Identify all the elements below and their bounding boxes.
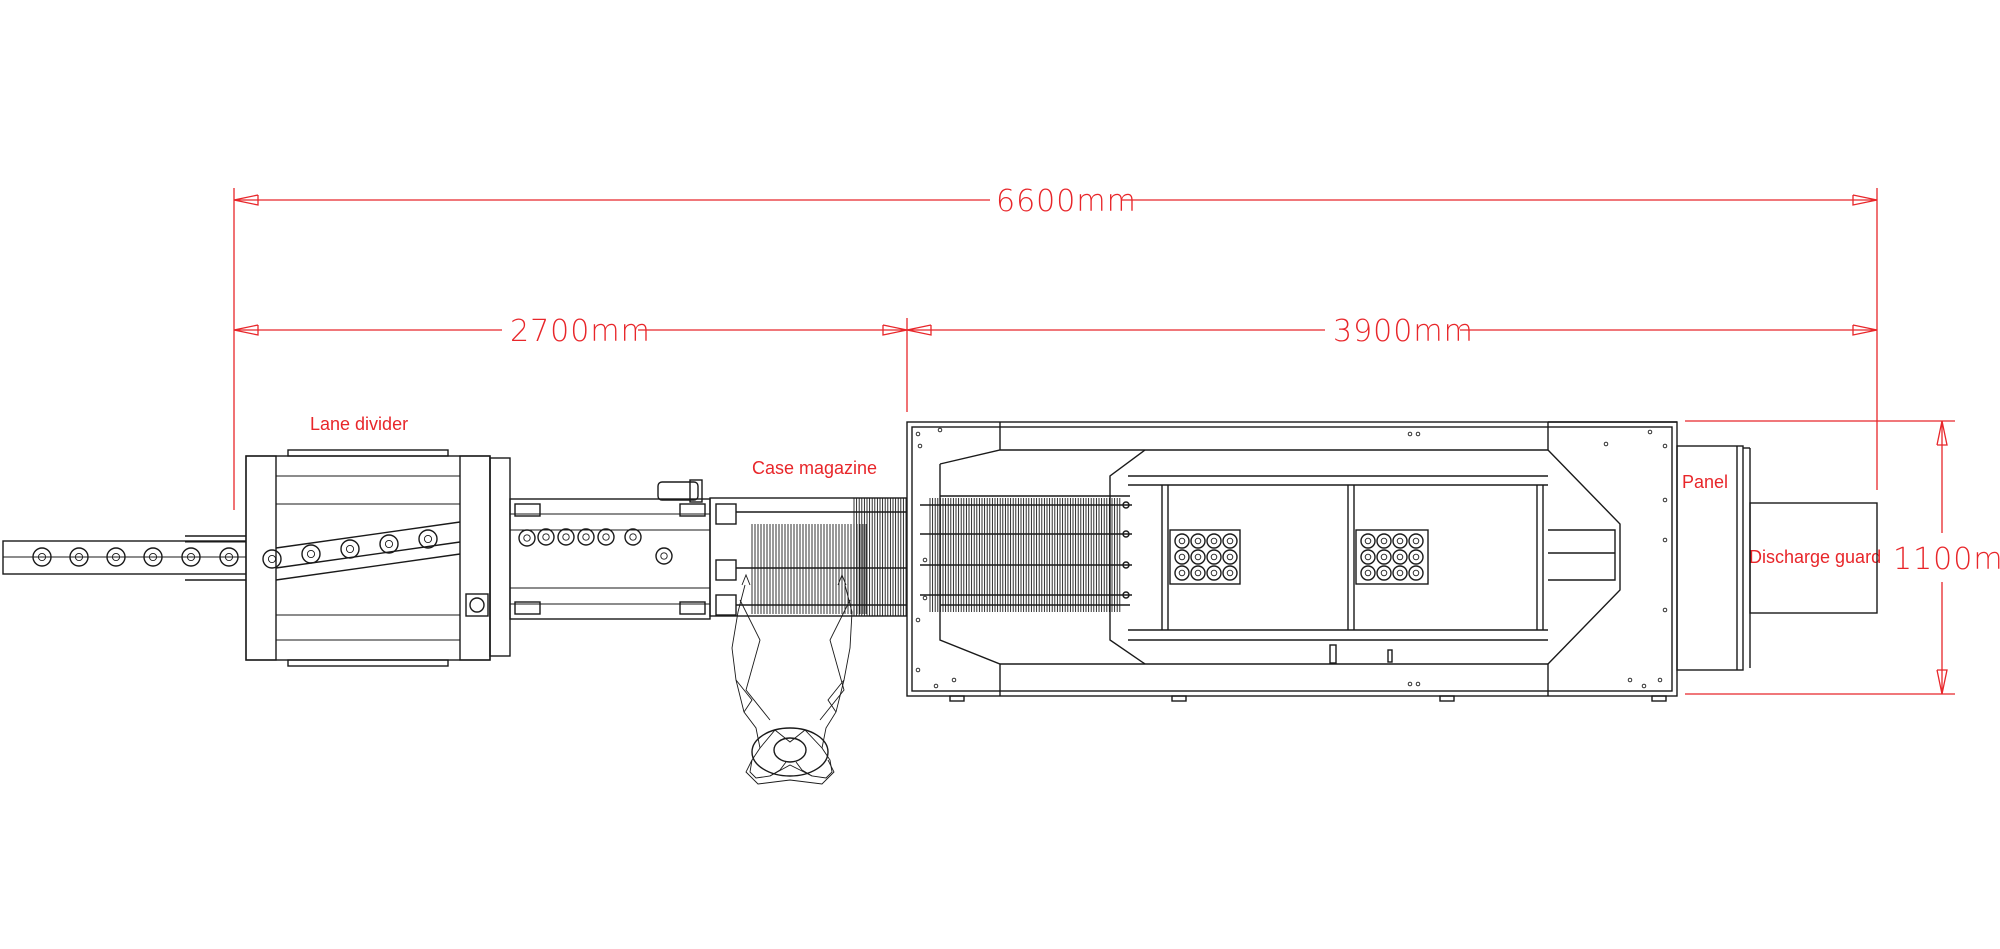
bottle-icon — [1206, 549, 1222, 565]
bottle-icon — [1408, 549, 1424, 565]
bottle-icon — [1392, 549, 1408, 565]
bottle-icon — [1376, 565, 1392, 581]
case-magazine-label: Case magazine — [752, 458, 877, 478]
accumulation-conveyor — [509, 479, 711, 620]
bottle-icon — [577, 528, 595, 546]
main-machine — [906, 421, 1678, 702]
discharge-guard — [1749, 502, 1878, 614]
bottle-icon — [1408, 533, 1424, 549]
bottle-icon — [1360, 533, 1376, 549]
bottle-row — [262, 529, 438, 569]
overall-length-dimension: 6600mm — [996, 184, 1137, 219]
bottle-icon — [1392, 565, 1408, 581]
machine-width-dimension: 1100mm — [1893, 542, 2000, 577]
infeed-conveyor — [2, 540, 249, 575]
bottle-icon — [1222, 533, 1238, 549]
bottle-icon — [143, 547, 163, 567]
case-magazine — [709, 497, 909, 617]
bottle-icon — [1222, 565, 1238, 581]
bottle-icon — [1206, 565, 1222, 581]
case-icon — [1169, 529, 1241, 585]
bottle-icon — [181, 547, 201, 567]
frame-bolts — [915, 427, 1668, 689]
bottle-icon — [1190, 549, 1206, 565]
bottle-icon — [655, 547, 673, 565]
bottle-icon — [219, 547, 239, 567]
bottle-icon — [557, 528, 575, 546]
bottle-icon — [1174, 565, 1190, 581]
discharge-guard-label: Discharge guard — [1749, 547, 1881, 567]
bottle-icon — [624, 528, 642, 546]
case-stack — [751, 524, 867, 614]
bottle-icon — [1190, 565, 1206, 581]
bottle-icon — [518, 529, 536, 547]
bottle-icon — [340, 539, 360, 559]
bottle-icon — [1376, 549, 1392, 565]
bottle-icon — [262, 549, 282, 569]
operator-figure-icon — [731, 573, 853, 785]
case-stack — [853, 498, 907, 616]
bottle-icon — [1174, 533, 1190, 549]
bottle-icon — [1408, 565, 1424, 581]
bottle-row — [32, 547, 239, 567]
bottle-icon — [32, 547, 52, 567]
bottle-icon — [1392, 533, 1408, 549]
bottle-icon — [1360, 549, 1376, 565]
dimension-lines — [233, 188, 1955, 695]
bottle-icon — [301, 544, 321, 564]
infeed-length-dimension: 2700mm — [510, 314, 651, 349]
bottle-icon — [1174, 549, 1190, 565]
case-icon — [1355, 529, 1429, 585]
bottle-icon — [1376, 533, 1392, 549]
machine-length-dimension: 3900mm — [1333, 314, 1474, 349]
bottle-icon — [418, 529, 438, 549]
bottle-icon — [1360, 565, 1376, 581]
lane-divider-label: Lane divider — [310, 414, 408, 434]
bottle-icon — [1222, 549, 1238, 565]
bottle-icon — [597, 528, 615, 546]
bottle-icon — [106, 547, 126, 567]
bottle-icon — [379, 534, 399, 554]
case-stack — [920, 498, 1132, 612]
panel-label: Panel — [1682, 472, 1728, 492]
bottle-row — [518, 528, 673, 565]
bottle-icon — [1190, 533, 1206, 549]
bottle-icon — [537, 528, 555, 546]
bottle-icon — [1206, 533, 1222, 549]
bottle-icon — [69, 547, 89, 567]
